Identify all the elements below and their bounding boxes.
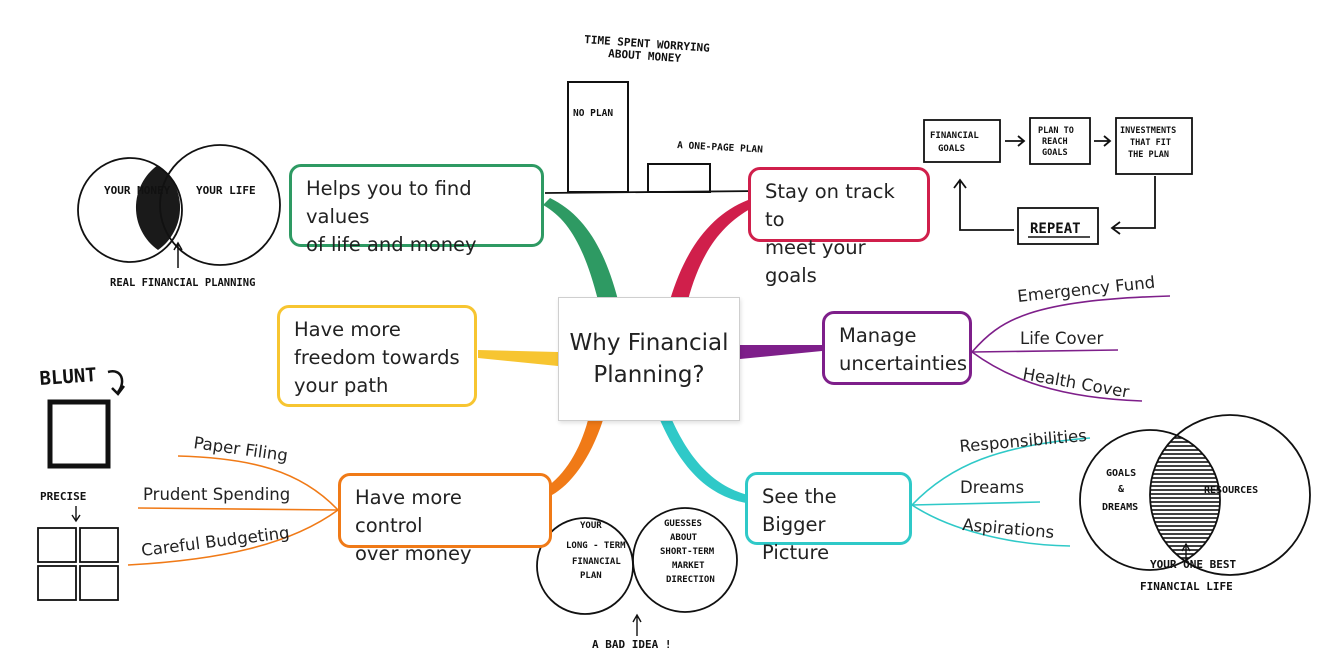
connector-track [670,200,752,300]
central-topic-line-1: Why Financial [569,330,729,356]
sketch-plan-cycle [923,117,1193,245]
svg-text:INVESTMENTS: INVESTMENTS [1120,126,1176,136]
bar-no-plan-label: NO PLAN [573,108,613,119]
svg-text:DREAMS: DREAMS [1102,502,1138,513]
venn-left-label: YOUR MONEY [104,184,171,197]
branch-freedom-line-1: Have more [294,318,401,341]
connector-uncertainties [740,345,822,359]
sub-aspirations: Aspirations [962,515,1055,542]
connector-control [545,420,603,495]
bar-one-page-label: A ONE-PAGE PLAN [677,140,764,155]
svg-text:LONG - TERM: LONG - TERM [566,541,626,551]
svg-text:YOUR ONE BEST: YOUR ONE BEST [1150,558,1236,571]
control-subbranches [127,455,339,566]
branch-track-line-1: Stay on track to [765,180,895,231]
svg-text:&: & [1118,484,1125,495]
svg-text:GOALS: GOALS [1042,148,1068,158]
connector-values [543,198,618,300]
branch-values-line-1: Helps you to find values [306,177,472,228]
svg-text:THAT FIT: THAT FIT [1130,138,1171,148]
sketch-venn-money-life: YOUR MONEY YOUR LIFE REAL FINANCIAL PLAN… [77,144,281,289]
venn-right-label: YOUR LIFE [196,184,256,197]
sub-health-cover: Health Cover [1021,364,1131,401]
uncertainties-subbranches [971,295,1171,402]
connector-freedom [478,350,558,366]
svg-text:GOALS: GOALS [1106,468,1136,479]
svg-text:RESOURCES: RESOURCES [1204,485,1258,496]
branch-uncertainties-line-2: uncertainties [839,352,968,375]
sketch-venn-bad-idea: YOUR LONG - TERM FINANCIAL PLAN GUESSES … [536,507,738,651]
blunt-square [47,399,111,469]
bar-no-plan [567,81,629,193]
sub-life-cover: Life Cover [1020,329,1104,348]
svg-text:FINANCIAL LIFE: FINANCIAL LIFE [1140,580,1233,593]
branch-freedom: Have more freedom towards your path [277,305,477,407]
svg-text:PLAN TO: PLAN TO [1038,126,1074,136]
sketch-blunt-precise: BLUNT PRECISE [37,364,125,601]
branch-uncertainties: Manage uncertainties [822,311,972,385]
central-topic: Why Financial Planning? [558,297,740,421]
sub-prudent-spending: Prudent Spending [143,485,290,504]
svg-text:DIRECTION: DIRECTION [666,575,715,585]
branch-control-line-1: Have more control [355,486,462,537]
svg-text:SHORT-TERM: SHORT-TERM [660,547,715,557]
branch-values: Helps you to find values of life and mon… [289,164,544,256]
connector-bigger [660,420,748,503]
branch-uncertainties-line-1: Manage [839,324,917,347]
branch-bigger-line-2: Picture [762,541,830,564]
sketch-bar-chart: TIME SPENT WORRYING ABOUT MONEY NO PLAN … [544,33,764,194]
sub-dreams: Dreams [960,478,1024,497]
branch-track-line-2: meet your goals [765,236,866,287]
blunt-label: BLUNT [39,364,98,390]
branch-track: Stay on track to meet your goals [748,167,930,287]
svg-text:THE PLAN: THE PLAN [1128,150,1169,160]
svg-text:GUESSES: GUESSES [664,519,702,529]
sub-responsibilities: Responsibilities [959,426,1088,456]
svg-text:GOALS: GOALS [938,144,965,154]
branch-control-line-2: over money [355,542,472,565]
central-topic-line-2: Planning? [593,362,705,388]
svg-text:MARKET: MARKET [672,561,705,571]
branch-control: Have more control over money [338,473,552,565]
svg-text:PLAN: PLAN [580,571,602,581]
svg-text:ABOUT: ABOUT [670,533,698,543]
sketch-venn-best-life: GOALS & DREAMS RESOURCES YOUR ONE BEST F… [1079,414,1311,593]
branch-freedom-line-2: freedom towards [294,346,460,369]
repeat-label: REPEAT [1030,221,1081,237]
svg-text:FINANCIAL: FINANCIAL [572,557,621,567]
bad-idea-caption: A BAD IDEA ! [592,638,671,651]
branch-freedom-line-3: your path [294,374,389,397]
venn-caption: REAL FINANCIAL PLANNING [110,277,255,289]
sub-paper-filing: Paper Filing [192,433,289,465]
branch-values-line-2: of life and money [306,233,477,256]
sub-careful-budgeting: Careful Budgeting [140,523,290,560]
bigger-subbranches [911,437,1091,547]
svg-text:REACH: REACH [1042,137,1068,147]
bar-one-page-plan [647,163,711,193]
precise-label: PRECISE [40,490,86,503]
bar-chart-title-2: ABOUT MONEY [608,47,682,65]
svg-text:YOUR: YOUR [580,521,602,531]
svg-text:FINANCIAL: FINANCIAL [930,131,979,141]
branch-bigger-picture: See the Bigger Picture [745,472,912,564]
branch-bigger-line-1: See the Bigger [762,485,837,536]
sketch-plan-cycle-labels: FINANCIAL GOALS PLAN TO REACH GOALS INVE… [930,126,1176,238]
